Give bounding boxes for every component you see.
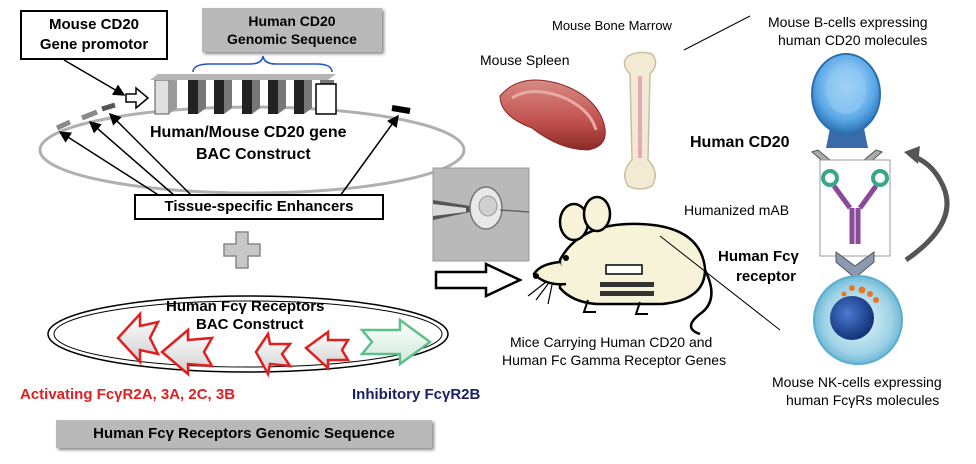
bac-fcg-label-line2: BAC Construct: [196, 316, 304, 333]
b-cell-icon: [811, 53, 881, 148]
bac-fcg-label-line1: Human Fcγ Receptors: [166, 298, 325, 315]
cd20-genomic-box: Human CD20 Genomic Sequence: [202, 8, 382, 52]
mouse-icon: [527, 195, 713, 336]
bac-cd20-label-line1: Human/Mouse CD20 gene: [150, 124, 347, 141]
genomic-bracket: [192, 55, 333, 73]
activating-receptor-arrows: [116, 310, 351, 378]
human-fcg-label-line2: receptor: [736, 268, 797, 285]
plus-icon: [223, 231, 261, 269]
bone-icon: [623, 51, 657, 190]
bac-cd20-label-line2: BAC Construct: [196, 146, 311, 163]
b-cells-label-line2: human CD20 molecules: [778, 32, 928, 48]
enhancers-box: Tissue-specific Enhancers: [134, 194, 384, 220]
mouse-spleen-label: Mouse Spleen: [480, 52, 570, 68]
human-fcg-label-line1: Human Fcγ: [718, 248, 799, 265]
humanized-mab-label: Humanized mAB: [684, 202, 790, 218]
spleen-icon: [499, 79, 606, 151]
microinjection-image: [432, 167, 530, 262]
nk-label-line2: human FcγRs molecules: [786, 392, 940, 408]
promoter-box: Mouse CD20 Gene promotor: [20, 10, 168, 60]
human-cd20-label: Human CD20: [690, 134, 790, 151]
cd20-bac-segments: [55, 102, 411, 131]
fcg-receptor-chevron: [835, 251, 875, 279]
cycle-arrow-icon: [904, 153, 950, 263]
inhibitory-label: Inhibitory FcγR2B: [352, 386, 481, 403]
activating-label: Activating FcγR2A, 3A, 2C, 3B: [20, 386, 236, 403]
promoter-arrow-icon: [125, 86, 150, 110]
fcg-bac-ring: [47, 295, 449, 373]
antibody-icon: [819, 159, 891, 257]
inhibitory-receptor-arrow: [359, 317, 433, 367]
to-mouse-arrow: [434, 262, 523, 298]
mice-label-line2: Human Fc Gamma Receptor Genes: [502, 352, 727, 368]
nk-label-line1: Mouse NK-cells expressing: [772, 374, 942, 390]
mice-label-line1: Mice Carrying Human CD20 and: [510, 334, 713, 350]
cd20-exon-blocks: [150, 74, 337, 115]
b-cells-label-line1: Mouse B-cells expressing: [768, 14, 928, 30]
mouse-bone-marrow-label: Mouse Bone Marrow: [552, 18, 672, 33]
nk-cell-icon: [813, 275, 903, 365]
fcg-genomic-box: Human Fcγ Receptors Genomic Sequence: [56, 420, 432, 448]
